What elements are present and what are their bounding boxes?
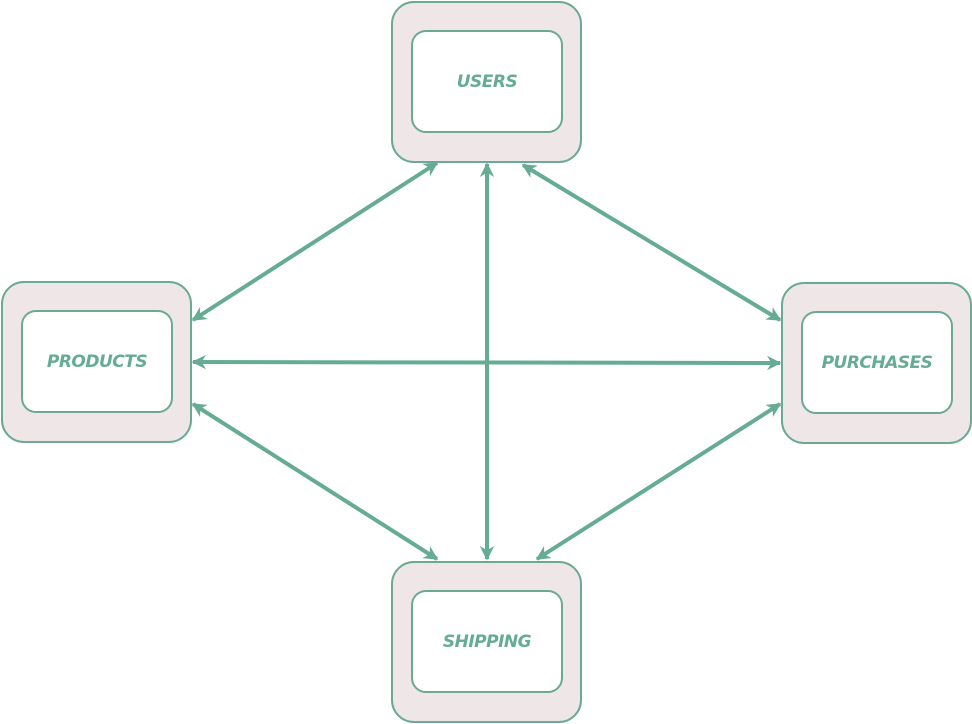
- edge-users-products[interactable]: [191, 161, 439, 322]
- node-users[interactable]: USERS: [391, 1, 582, 163]
- edges: [191, 161, 782, 561]
- edge-products-purchases[interactable]: [191, 354, 782, 371]
- node-purchases-label: PURCHASES: [822, 353, 933, 373]
- node-shipping-label: SHIPPING: [443, 632, 532, 652]
- edge-products-shipping[interactable]: [191, 402, 439, 561]
- node-shipping[interactable]: SHIPPING: [391, 561, 582, 723]
- node-users-label: USERS: [457, 72, 518, 92]
- node-products-label: PRODUCTS: [47, 352, 147, 372]
- node-products[interactable]: PRODUCTS: [1, 281, 192, 443]
- node-purchases[interactable]: PURCHASES: [781, 282, 972, 444]
- edge-users-purchases[interactable]: [521, 163, 782, 322]
- edge-purchases-shipping[interactable]: [535, 402, 782, 561]
